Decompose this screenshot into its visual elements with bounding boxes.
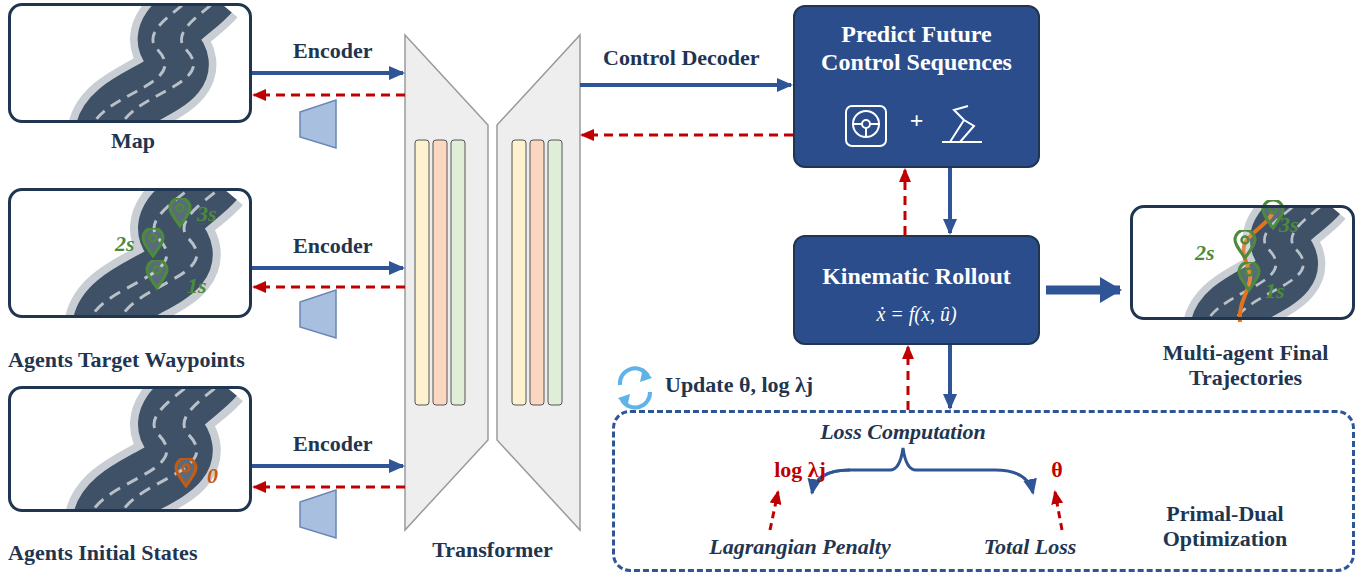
image-panel: 0Agents Initial States (8, 386, 252, 512)
node-text: 3s (197, 201, 237, 226)
node-text: Lagrangian Penalty (695, 534, 905, 559)
image-panel: 3s2s1sMulti-agent Final Trajectories (1130, 205, 1355, 320)
node-text: Kinematic Rollout (805, 263, 1028, 291)
loss-region: Loss Computation log λj θLagrangian Penalt… (612, 410, 1355, 572)
flow-arrow (580, 83, 791, 87)
node-text: 1s (187, 273, 227, 298)
node-text: 0 (207, 463, 237, 488)
node-text: Transformer (395, 537, 590, 562)
flow-arrow (948, 168, 952, 233)
flow-arrow (252, 71, 403, 75)
node-text: 2s (115, 231, 149, 256)
node-text: Multi-agent Final Trajectories (1143, 340, 1348, 391)
node-text: Map (8, 128, 258, 153)
node-text: θ (1040, 457, 1074, 482)
edge-label: Control Decoder (600, 45, 763, 71)
node-text: Agents Initial States (8, 540, 308, 565)
edge-label: Encoder (290, 38, 375, 64)
process-box: Predict Future Control Sequences + (793, 5, 1040, 168)
process-box: Kinematic Rollout ẋ = f(x, û) (793, 235, 1040, 345)
node-text: Total Loss (965, 534, 1095, 559)
flow-arrow (1046, 286, 1120, 295)
edge-label: Encoder (290, 233, 375, 259)
node-text: 3s (1279, 212, 1319, 237)
node-text: 1s (1265, 278, 1305, 303)
gradient-arrow (254, 486, 405, 489)
node-text: Agents Target Waypoints (8, 347, 318, 372)
transformer-block: Transformer (405, 35, 580, 530)
flow-arrow (252, 266, 403, 270)
edge-label: Encoder (290, 431, 375, 457)
gradient-arrow (254, 94, 405, 97)
image-panel: 3s2s1sAgents Target Waypoints (8, 188, 252, 318)
gradient-arrow (582, 134, 793, 137)
node-text: + (898, 107, 935, 135)
flow-arrow (252, 464, 403, 468)
node-text: ẋ = f(x, û) (805, 303, 1028, 326)
gradient-arrow (907, 347, 910, 410)
update-label: Update θ, log λj (665, 372, 813, 398)
node-text: 2s (1195, 240, 1229, 265)
node-text: Predict Future Control Sequences (805, 21, 1028, 76)
gradient-arrow (904, 170, 907, 235)
node-text: log λj (745, 457, 855, 482)
gradient-arrow (254, 286, 405, 289)
flow-arrow (948, 345, 952, 408)
node-text: Loss Computation (793, 419, 1013, 444)
image-panel: Map (8, 3, 252, 123)
node-text: Primal-Dual Optimization (1135, 501, 1315, 552)
